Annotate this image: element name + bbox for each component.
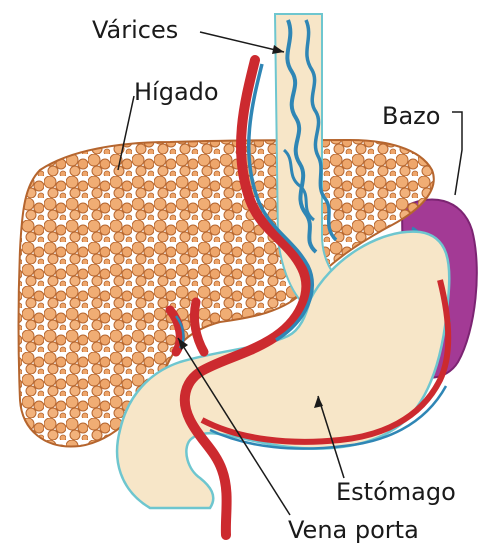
portal-vein-label: Vena porta [288, 516, 419, 544]
liver-label: Hígado [134, 78, 219, 106]
varices-label: Várices [92, 16, 178, 44]
spleen-leader [452, 112, 462, 195]
stomach-label: Estómago [336, 478, 456, 506]
spleen-label: Bazo [382, 102, 440, 130]
varices-leader [200, 32, 284, 52]
